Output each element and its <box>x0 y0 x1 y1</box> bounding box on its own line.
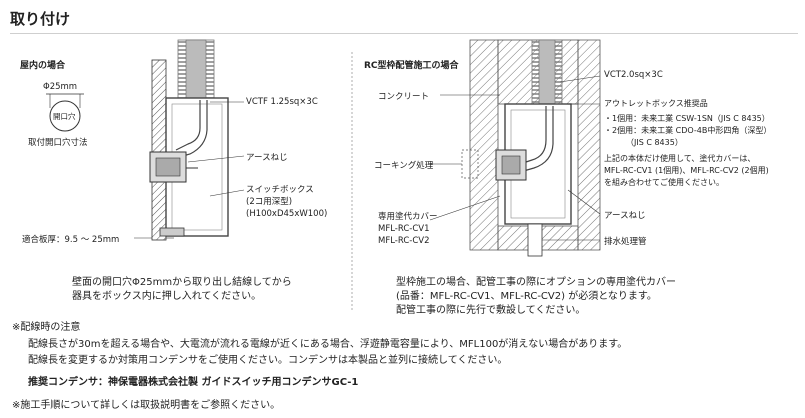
hole-label: 開口穴 <box>53 112 76 121</box>
indoor-cable-label: VCTF 1.25sq×3C <box>246 97 318 107</box>
cover-line: MFL-RC-CV2 <box>378 236 430 246</box>
outlet-box-info: アウトレットボックス推奨品 ・1個用：未来工業 CSW-1SN（JIS C 84… <box>604 98 771 189</box>
switch-box-line: スイッチボックス <box>246 185 314 195</box>
hole-caption: 取付開口穴寸法 <box>28 138 88 148</box>
indoor-diagram <box>46 39 245 241</box>
footer-note: ※施工手順について詳しくは取扱説明書をご参照ください。 <box>12 400 281 411</box>
hole-circle <box>49 100 81 132</box>
outlet-box-note: 上記の本体だけ使用して、塗代カバーは、 <box>604 154 756 163</box>
cover-label: 専用塗代カバー MFL-RC-CV1 MFL-RC-CV2 <box>378 211 438 247</box>
rc-caption-line: 型枠施工の場合、配管工事の際にオプションの専用塗代カバー <box>396 277 676 288</box>
switch-box-label: スイッチボックス (2コ用深型) (H100xD45xW100) <box>246 184 327 220</box>
wall-board <box>151 59 167 241</box>
rc-diagram <box>429 39 601 257</box>
wiring-note-line: 配線長さが30mを超える場合や、大電流が流れる電線が近くにある場合、浮遊静電容量… <box>28 339 628 350</box>
indoor-earth-screw-label: アースねじ <box>246 153 288 163</box>
rc-cable-label: VCT2.0sq×3C <box>604 70 663 80</box>
drain-pipe <box>527 223 543 257</box>
outlet-box-item: ・2個用：未来工業 CDO-4B中形四角（深型） <box>604 126 772 135</box>
indoor-heading: 屋内の場合 <box>20 61 66 71</box>
outlet-box-note: MFL-RC-CV1 (1個用)、MFL-RC-CV2 (2個用) <box>604 166 769 175</box>
title-divider <box>10 33 798 34</box>
rc-earth-screw-label: アースねじ <box>604 211 646 221</box>
outlet-box-note: を組み合わせてご使用ください。 <box>604 178 724 187</box>
caulking-label: コーキング処理 <box>374 161 434 171</box>
switch-box <box>165 97 229 237</box>
diameter-label: Φ25mm <box>43 82 78 92</box>
recommended-capacitor: 推奨コンデンサ：神保電器株式会社製 ガイドスイッチ用コンデンサGC-1 <box>28 377 359 388</box>
page-title: 取り付け <box>10 10 71 28</box>
wiring-note-line: 配線長を変更するか対策用コンデンサをご使用ください。コンデンサは本製品と並列に接… <box>28 355 508 366</box>
outlet-box-item: （JIS C 8435） <box>626 138 683 147</box>
indoor-caption: 壁面の開口穴Φ25mmから取り出し結線してから 器具をボックス内に押し入れてくだ… <box>72 276 292 304</box>
drain-pipe-label: 排水処理管 <box>604 237 647 247</box>
switch-box-line: (H100xD45xW100) <box>246 209 328 219</box>
board-thickness-label: 適合板厚：9.5 ～ 25mm <box>22 235 120 245</box>
rc-caption: 型枠施工の場合、配管工事の際にオプションの専用塗代カバー (品番：MFL-RC-… <box>396 276 676 318</box>
rc-caption-line: 配管工事の際に先行で敷設してください。 <box>396 305 586 316</box>
wiring-notes-heading: ※配線時の注意 <box>12 322 81 333</box>
outlet-box-title: アウトレットボックス推奨品 <box>604 99 708 108</box>
outlet-box-item: ・1個用：未来工業 CSW-1SN（JIS C 8435） <box>604 114 770 123</box>
cover-line: MFL-RC-CV1 <box>378 224 430 234</box>
indoor-caption-line: 壁面の開口穴Φ25mmから取り出し結線してから <box>72 277 292 288</box>
rc-caption-line: (品番：MFL-RC-CV1、MFL-RC-CV2) が必須となります。 <box>396 291 657 302</box>
cover-line: 専用塗代カバー <box>378 212 438 222</box>
indoor-caption-line: 器具をボックス内に押し入れてください。 <box>72 291 262 302</box>
concrete-label: コンクリート <box>378 92 430 102</box>
rc-heading: RC型枠配管施工の場合 <box>364 61 459 71</box>
switch-box-line: (2コ用深型) <box>246 197 293 207</box>
